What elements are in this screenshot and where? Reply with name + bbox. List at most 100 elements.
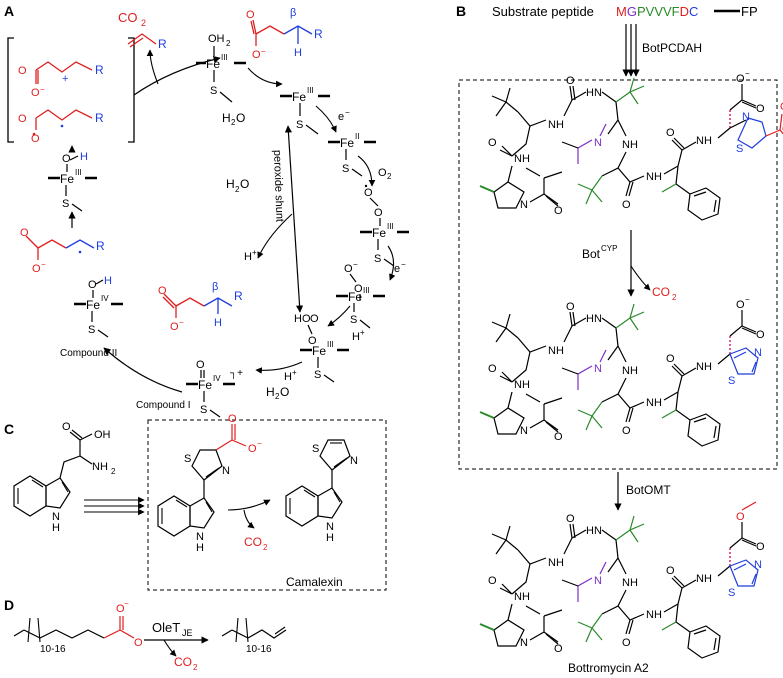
atom-label: NH xyxy=(622,139,638,151)
atom-label: NH xyxy=(696,135,712,147)
svg-text:O: O xyxy=(364,187,373,199)
svg-text:2: 2 xyxy=(263,543,268,552)
svg-text:CO: CO xyxy=(244,535,262,549)
panel-c: C N H NH 2 O OH xyxy=(4,413,387,591)
arrow-shunt-h2o2 xyxy=(257,213,293,259)
substrate-acid-2: O O − β R H xyxy=(158,281,243,333)
svg-text:10-16: 10-16 xyxy=(40,644,66,655)
sequence-residue: V xyxy=(663,4,672,19)
fe2: Fe II S xyxy=(328,132,376,177)
svg-text:R: R xyxy=(95,111,104,125)
substrate-radical: O O − R xyxy=(20,227,105,275)
arrow-compound-i-formation xyxy=(255,361,303,374)
svg-text:N: N xyxy=(326,521,334,533)
svg-text:O: O xyxy=(196,359,205,371)
svg-text:O: O xyxy=(31,87,40,99)
svg-text:Fe: Fe xyxy=(86,298,100,312)
svg-text:2: 2 xyxy=(235,185,240,194)
atom-label: O xyxy=(566,301,575,313)
svg-text:Fe: Fe xyxy=(206,57,220,71)
svg-text:III: III xyxy=(327,340,334,349)
camalexin-box xyxy=(147,419,387,591)
sequence-residue: D xyxy=(680,4,689,19)
svg-text:N: N xyxy=(350,455,358,467)
svg-text:III: III xyxy=(363,286,370,295)
compound-ii: O H Fe IV S Compound II xyxy=(60,275,123,359)
svg-text:2: 2 xyxy=(111,467,116,476)
fe3-pentacoord: Fe III S xyxy=(280,86,330,135)
fe3-hydroperoxo: HO O O Fe III S xyxy=(294,313,349,383)
svg-text:e: e xyxy=(338,111,344,123)
svg-text:O: O xyxy=(158,285,167,297)
svg-text:2: 2 xyxy=(193,663,198,672)
svg-text:S: S xyxy=(312,443,319,455)
svg-text:CO: CO xyxy=(174,655,192,669)
enzyme-botpcdah: BotPCDAH xyxy=(642,41,702,55)
atom-label: − xyxy=(745,69,750,78)
atom-label: O xyxy=(666,127,675,139)
enzyme-botcyp: Bot xyxy=(582,247,601,261)
svg-text:O: O xyxy=(344,263,353,275)
svg-text:CO: CO xyxy=(118,10,138,25)
svg-text:N: N xyxy=(196,531,204,543)
atom-label: NH xyxy=(646,171,662,183)
sequence-residue: M xyxy=(616,4,627,19)
svg-text:S: S xyxy=(184,453,191,465)
atom-label: O xyxy=(736,299,745,311)
atom-label: NH xyxy=(514,153,530,165)
atom-label: O xyxy=(554,643,563,655)
svg-text:Fe: Fe xyxy=(292,90,306,104)
arrow-c-co2 xyxy=(243,509,255,529)
svg-text:N: N xyxy=(52,511,60,523)
svg-text:H: H xyxy=(104,275,112,287)
svg-text:III: III xyxy=(75,168,82,177)
sequence-residue: G xyxy=(627,4,637,19)
svg-text:−: − xyxy=(41,260,46,269)
svg-text:O: O xyxy=(18,113,27,125)
atom-label: O xyxy=(756,103,765,115)
svg-text:III: III xyxy=(307,86,314,95)
svg-text:O: O xyxy=(378,167,387,179)
panel-d-letter: D xyxy=(4,597,14,613)
svg-text:H: H xyxy=(222,111,231,125)
product-label: Bottromycin A2 xyxy=(568,661,649,675)
atom-label: N xyxy=(520,199,528,211)
sequence-residue: C xyxy=(689,4,698,19)
enzyme-olet: OleT xyxy=(152,620,180,635)
substrate-sequence: MGPVVVFDC xyxy=(616,4,698,19)
svg-text:N: N xyxy=(222,465,230,477)
atom-label: O xyxy=(736,511,745,523)
svg-text:CO: CO xyxy=(652,285,670,299)
svg-text:II: II xyxy=(355,132,359,141)
svg-text:H: H xyxy=(226,177,235,191)
svg-text:O: O xyxy=(32,263,41,275)
arrow-substrate-bind xyxy=(247,67,283,88)
radical-intermediate: O R O xyxy=(18,109,104,145)
svg-text:O: O xyxy=(308,335,317,347)
atom-label: O xyxy=(756,329,765,341)
arrow-reduction-1 xyxy=(315,105,337,133)
svg-text:H: H xyxy=(196,542,204,554)
terminal-alkene: 10-16 xyxy=(221,617,287,655)
svg-text:2: 2 xyxy=(672,293,677,302)
atom-label: N xyxy=(520,637,528,649)
svg-text:+: + xyxy=(360,328,365,337)
atom-label: O xyxy=(554,431,563,443)
atom-label: S xyxy=(728,587,735,599)
fe3-superoxo: O O Fe III S xyxy=(360,184,409,267)
svg-text:S: S xyxy=(314,369,321,381)
svg-text:+: + xyxy=(252,248,257,257)
atom-label: O xyxy=(780,101,783,113)
atom-label: S xyxy=(728,375,735,387)
svg-text:O: O xyxy=(18,65,27,77)
svg-text:H: H xyxy=(80,151,88,163)
atom-label: O xyxy=(622,637,631,649)
atom-label: NH xyxy=(548,345,564,357)
svg-text:O: O xyxy=(31,133,40,145)
svg-text:H: H xyxy=(244,251,252,263)
intermediate-box xyxy=(458,79,778,470)
svg-text:2: 2 xyxy=(226,39,231,48)
